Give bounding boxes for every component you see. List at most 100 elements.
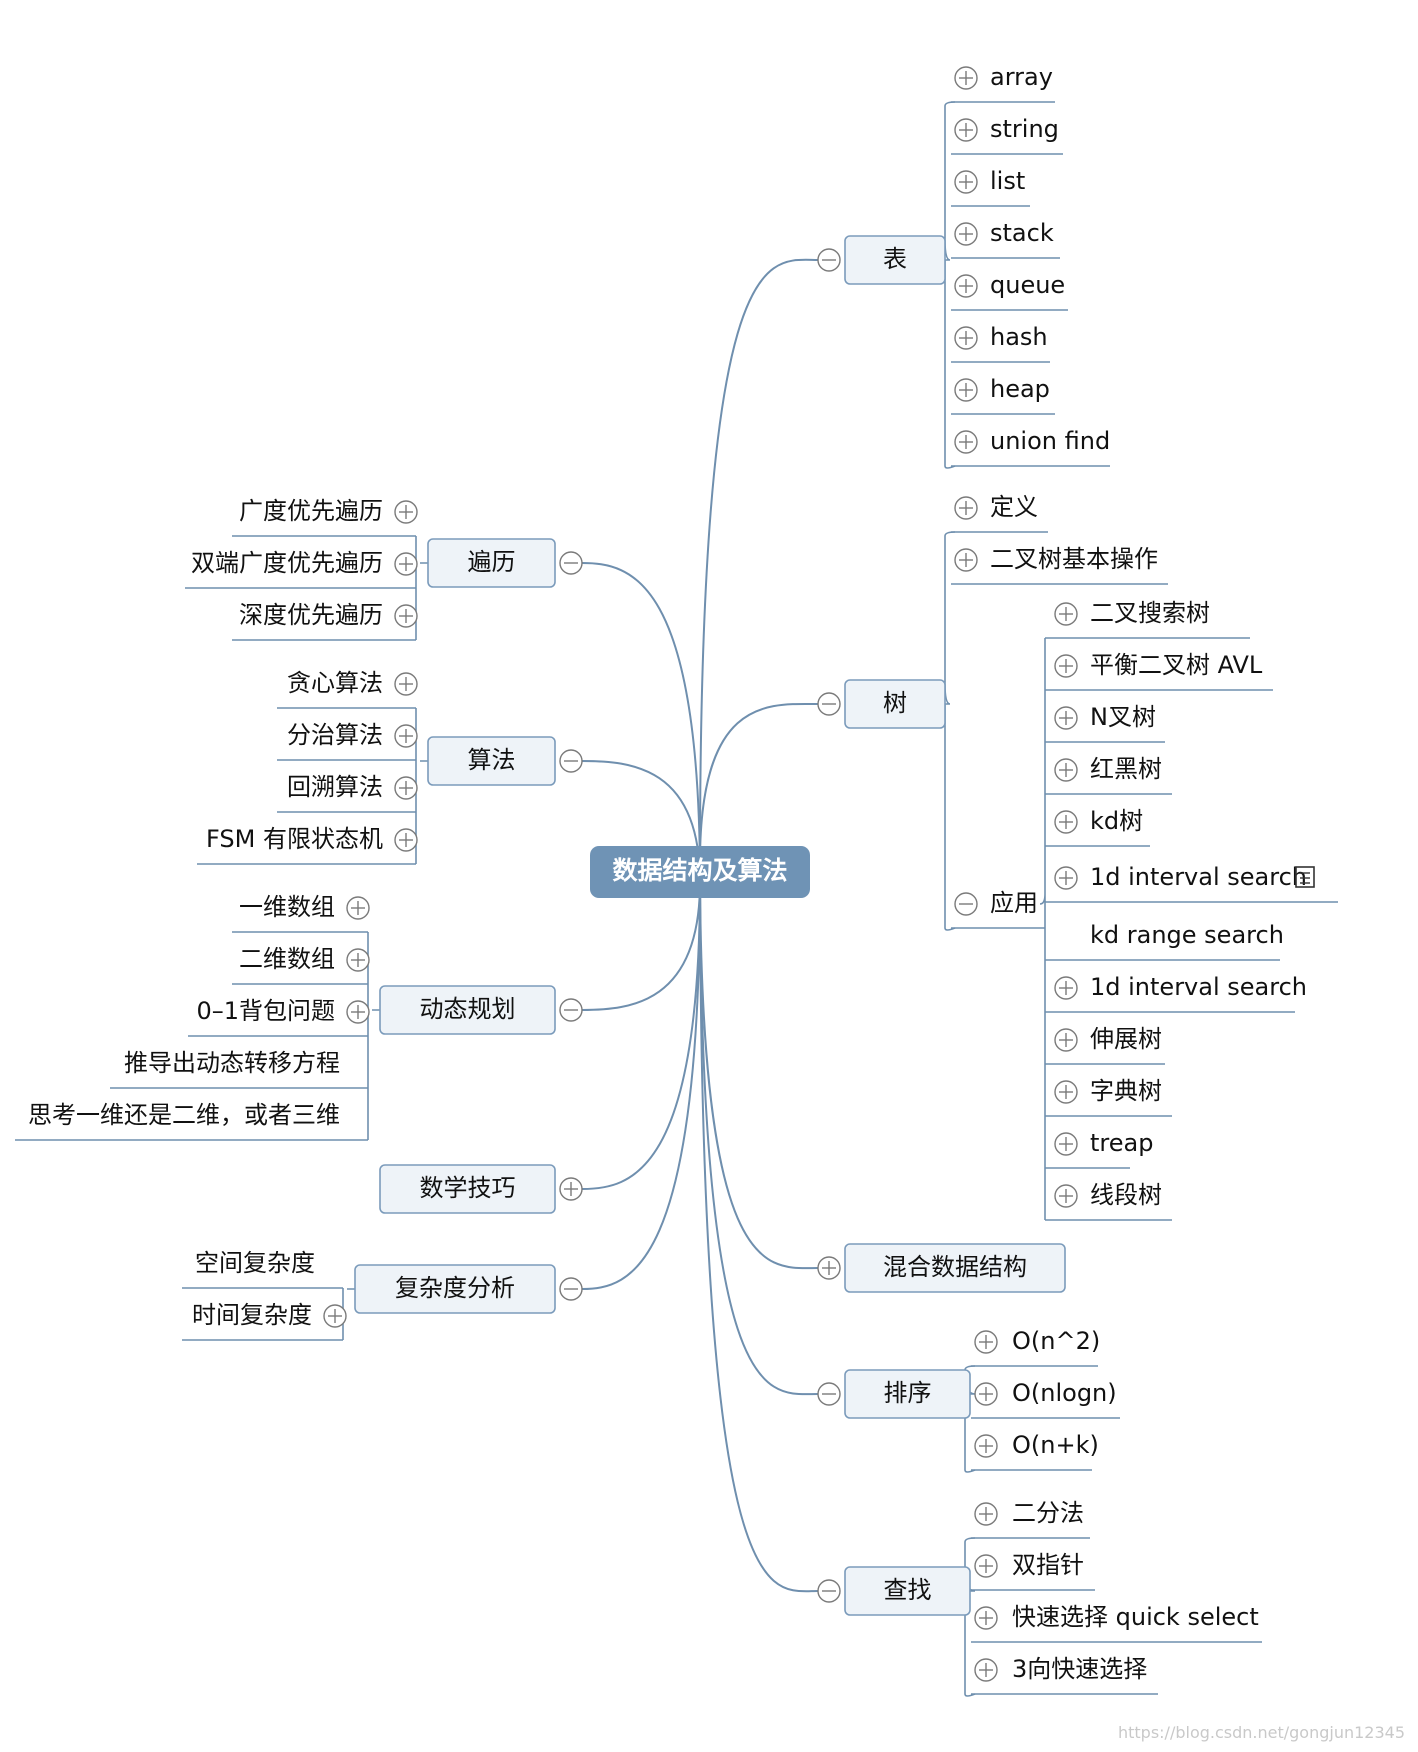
expand-icon[interactable] [974,1606,998,1630]
leaf-node[interactable]: 1d interval search [1054,863,1315,891]
child-node[interactable]: queue [954,271,1065,299]
child-node[interactable]: 贪心算法 [287,669,418,697]
leaf-node[interactable]: 红黑树 [1054,755,1162,783]
leaf-node[interactable]: 线段树 [1054,1181,1162,1209]
expand-icon[interactable] [346,1000,370,1024]
child-node[interactable]: FSM 有限状态机 [206,825,418,853]
branch-left-0[interactable]: 遍历 [427,538,583,588]
branch-right-4[interactable]: 查找 [817,1566,971,1616]
expand-icon[interactable] [1054,758,1078,782]
leaf-node[interactable]: kd range search [1090,921,1284,949]
expand-icon[interactable] [1054,866,1078,890]
expand-icon[interactable] [974,1658,998,1682]
expand-icon[interactable] [394,604,418,628]
child-node[interactable]: stack [954,219,1054,247]
child-node[interactable]: 快速选择 quick select [974,1603,1259,1631]
expand-icon[interactable] [954,548,978,572]
branch-left-4[interactable]: 复杂度分析 [354,1264,583,1314]
branch-right-3[interactable]: 排序 [817,1369,971,1419]
expand-icon[interactable] [954,274,978,298]
collapse-icon[interactable] [817,692,841,716]
collapse-icon[interactable] [817,1382,841,1406]
expand-icon[interactable] [1054,1080,1078,1104]
child-node[interactable]: 双端广度优先遍历 [191,549,418,577]
expand-icon[interactable] [954,170,978,194]
expand-icon[interactable] [954,222,978,246]
expand-icon[interactable] [954,378,978,402]
expand-icon[interactable] [954,66,978,90]
child-node[interactable]: O(nlogn) [974,1379,1117,1407]
expand-icon[interactable] [1054,810,1078,834]
expand-icon[interactable] [394,828,418,852]
child-node[interactable]: heap [954,375,1050,403]
branch-left-3[interactable]: 数学技巧 [379,1164,583,1214]
expand-icon[interactable] [1054,1184,1078,1208]
leaf-node[interactable]: 二叉搜索树 [1054,599,1210,627]
child-node[interactable]: 双指针 [974,1551,1084,1579]
branch-right-2[interactable]: 混合数据结构 [817,1243,1066,1293]
child-node[interactable]: hash [954,323,1048,351]
expand-icon[interactable] [1054,654,1078,678]
child-node[interactable]: 回溯算法 [287,773,418,801]
branch-right-1[interactable]: 树 [817,679,946,729]
leaf-node[interactable]: 伸展树 [1054,1025,1162,1053]
child-node[interactable]: array [954,63,1053,91]
child-node[interactable]: 定义 [954,493,1038,521]
child-node[interactable]: 3向快速选择 [974,1655,1147,1683]
child-node[interactable]: string [954,115,1059,143]
leaf-node[interactable]: 字典树 [1054,1077,1162,1105]
child-node[interactable]: 一维数组 [239,893,370,921]
child-node[interactable]: list [954,167,1025,195]
expand-icon[interactable] [817,1256,841,1280]
expand-icon[interactable] [974,1434,998,1458]
child-node[interactable]: 时间复杂度 [192,1301,347,1329]
collapse-icon[interactable] [559,1277,583,1301]
expand-icon[interactable] [394,672,418,696]
expand-icon[interactable] [323,1304,347,1328]
child-node[interactable]: 思考一维还是二维，或者三维 [28,1101,340,1129]
expand-icon[interactable] [346,948,370,972]
child-node[interactable]: O(n^2) [974,1327,1100,1355]
child-node[interactable]: 二叉树基本操作 [954,545,1158,573]
leaf-node[interactable]: 1d interval search [1054,973,1307,1001]
collapse-icon[interactable] [559,749,583,773]
expand-icon[interactable] [974,1554,998,1578]
leaf-node[interactable]: N叉树 [1054,703,1156,731]
expand-icon[interactable] [394,724,418,748]
expand-icon[interactable] [1054,602,1078,626]
collapse-icon[interactable] [559,998,583,1022]
expand-icon[interactable] [1054,1132,1078,1156]
collapse-icon[interactable] [817,1579,841,1603]
child-node[interactable]: union find [954,427,1110,455]
collapse-icon[interactable] [954,892,978,916]
child-node[interactable]: 深度优先遍历 [239,601,418,629]
expand-icon[interactable] [974,1330,998,1354]
collapse-icon[interactable] [817,248,841,272]
leaf-node[interactable]: treap [1054,1129,1153,1157]
note-icon[interactable] [1295,866,1315,888]
expand-icon[interactable] [954,118,978,142]
leaf-node[interactable]: kd树 [1054,807,1143,835]
child-node[interactable]: 0–1背包问题 [196,997,370,1025]
expand-icon[interactable] [954,496,978,520]
expand-icon[interactable] [394,776,418,800]
expand-icon[interactable] [954,326,978,350]
expand-icon[interactable] [974,1382,998,1406]
root-node[interactable]: 数据结构及算法 [590,846,810,898]
child-node[interactable]: 分治算法 [287,721,418,749]
child-node[interactable]: 广度优先遍历 [239,497,418,525]
expand-icon[interactable] [394,552,418,576]
expand-icon[interactable] [1054,706,1078,730]
child-node[interactable]: O(n+k) [974,1431,1099,1459]
expand-icon[interactable] [1054,1028,1078,1052]
expand-icon[interactable] [974,1502,998,1526]
child-node[interactable]: 二分法 [974,1499,1084,1527]
expand-icon[interactable] [1054,976,1078,1000]
child-node[interactable]: 推导出动态转移方程 [124,1049,340,1077]
child-node[interactable]: 空间复杂度 [195,1249,315,1277]
branch-left-1[interactable]: 算法 [427,736,583,786]
child-node[interactable]: 二维数组 [239,945,370,973]
expand-icon[interactable] [954,430,978,454]
branch-left-2[interactable]: 动态规划 [379,985,583,1035]
expand-icon[interactable] [394,500,418,524]
